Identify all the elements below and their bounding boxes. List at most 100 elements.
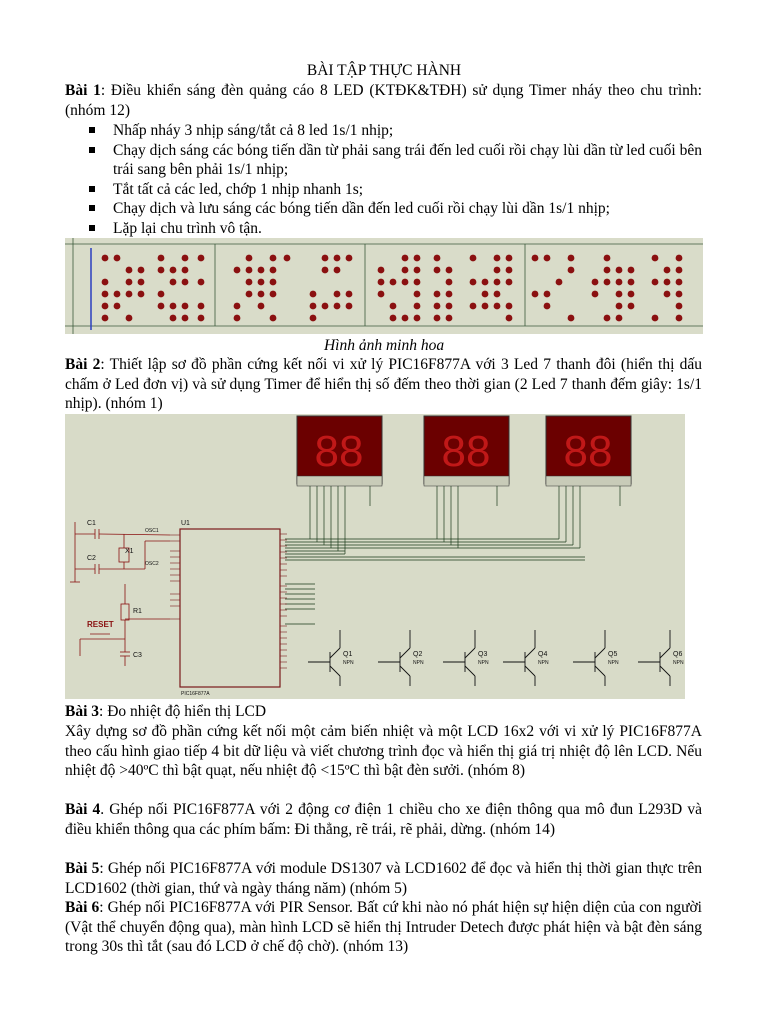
led-dot	[543, 290, 551, 298]
led-dot	[321, 254, 329, 262]
led-dot	[197, 314, 205, 322]
exercise-1-label: Bài 1	[65, 82, 101, 99]
led-dot	[675, 290, 683, 298]
led-dot	[433, 290, 441, 298]
seven-segment-display-3: 88	[545, 415, 632, 487]
led-dot	[377, 278, 385, 286]
transistor-label: Q5	[608, 651, 617, 658]
led-dot	[413, 314, 421, 322]
bullet-icon	[89, 224, 95, 231]
led-dot	[181, 278, 189, 286]
led-dot	[469, 278, 477, 286]
led-dot	[433, 302, 441, 310]
led-dot	[169, 278, 177, 286]
led-dot	[137, 266, 145, 274]
led-dot	[101, 302, 109, 310]
led-dot	[413, 290, 421, 298]
led-dot	[321, 302, 329, 310]
exercise-2-description: : Thiết lập sơ đồ phần cứng kết nối vi x…	[65, 356, 702, 413]
seven-segment-display-1: 88	[296, 415, 383, 487]
led-dot	[113, 290, 121, 298]
led-dot	[433, 314, 441, 322]
exercise-4-text: Bài 4. Ghép nối PIC16F877A với 2 động cơ…	[65, 800, 702, 839]
led-dot	[181, 314, 189, 322]
led-dot	[257, 266, 265, 274]
led-dot	[101, 278, 109, 286]
led-dot	[283, 254, 291, 262]
led-dot	[345, 302, 353, 310]
led-dot	[615, 302, 623, 310]
reset-circuit	[79, 584, 170, 666]
exercise-6-label: Bài 6	[65, 899, 100, 916]
led-dot	[169, 302, 177, 310]
led-dot	[269, 266, 277, 274]
led-dot	[345, 290, 353, 298]
led-dot	[615, 266, 623, 274]
led-dot	[245, 290, 253, 298]
bullet-icon	[89, 146, 95, 153]
led-dot	[157, 266, 165, 274]
led-matrix-figure	[65, 238, 703, 334]
led-dot	[245, 266, 253, 274]
transistor-type-label: NPN	[413, 660, 424, 666]
led-dot	[543, 302, 551, 310]
led-dot	[445, 266, 453, 274]
led-dot	[197, 278, 205, 286]
led-dot	[627, 278, 635, 286]
led-dot	[169, 266, 177, 274]
led-dot	[157, 302, 165, 310]
led-dot	[567, 314, 575, 322]
led-dot	[469, 254, 477, 262]
svg-text:C2: C2	[87, 555, 96, 562]
led-dot	[257, 290, 265, 298]
led-dot	[531, 254, 539, 262]
figure-caption: Hình ảnh minh hoa	[323, 337, 445, 354]
led-dot	[663, 290, 671, 298]
led-dot	[197, 302, 205, 310]
led-dot	[101, 254, 109, 262]
led-dot	[333, 290, 341, 298]
led-dot	[603, 314, 611, 322]
exercise-5-label: Bài 5	[65, 860, 100, 877]
led-dot	[137, 290, 145, 298]
svg-text:C1: C1	[87, 520, 96, 527]
led-dot	[505, 254, 513, 262]
led-dot	[675, 278, 683, 286]
exercise-2-label: Bài 2	[65, 356, 101, 373]
led-dot	[197, 254, 205, 262]
led-dot	[603, 278, 611, 286]
list-item: Tắt tất cả các led, chớp 1 nhịp nhanh 1s…	[65, 180, 702, 200]
led-dot	[125, 266, 133, 274]
exercise-3-title: Bài 3: Đo nhiệt độ hiển thị LCD	[65, 702, 702, 722]
led-dot	[101, 314, 109, 322]
transistor-label: Q4	[538, 651, 547, 658]
led-dot	[493, 302, 501, 310]
led-dot	[333, 302, 341, 310]
led-dot	[269, 314, 277, 322]
led-dot	[157, 254, 165, 262]
bullet-icon	[89, 185, 95, 192]
led-dot	[469, 302, 477, 310]
exercise-4-description: . Ghép nối PIC16F877A với 2 động cơ điện…	[65, 801, 702, 838]
led-dot	[567, 266, 575, 274]
list-item: Chạy dịch và lưu sáng các bóng tiến dần …	[65, 199, 702, 219]
led-dot	[345, 254, 353, 262]
led-dot	[481, 278, 489, 286]
svg-text:R1: R1	[133, 608, 142, 615]
led-dot	[269, 278, 277, 286]
led-dot	[675, 254, 683, 262]
led-dot	[567, 254, 575, 262]
led-dot	[627, 290, 635, 298]
led-dot	[445, 314, 453, 322]
led-dot	[543, 254, 551, 262]
led-dot	[269, 290, 277, 298]
led-dot	[413, 302, 421, 310]
led-dot	[113, 302, 121, 310]
led-dot	[125, 290, 133, 298]
list-item: Lặp lại chu trình vô tận.	[65, 219, 702, 239]
led-dot	[493, 254, 501, 262]
led-dot	[675, 314, 683, 322]
